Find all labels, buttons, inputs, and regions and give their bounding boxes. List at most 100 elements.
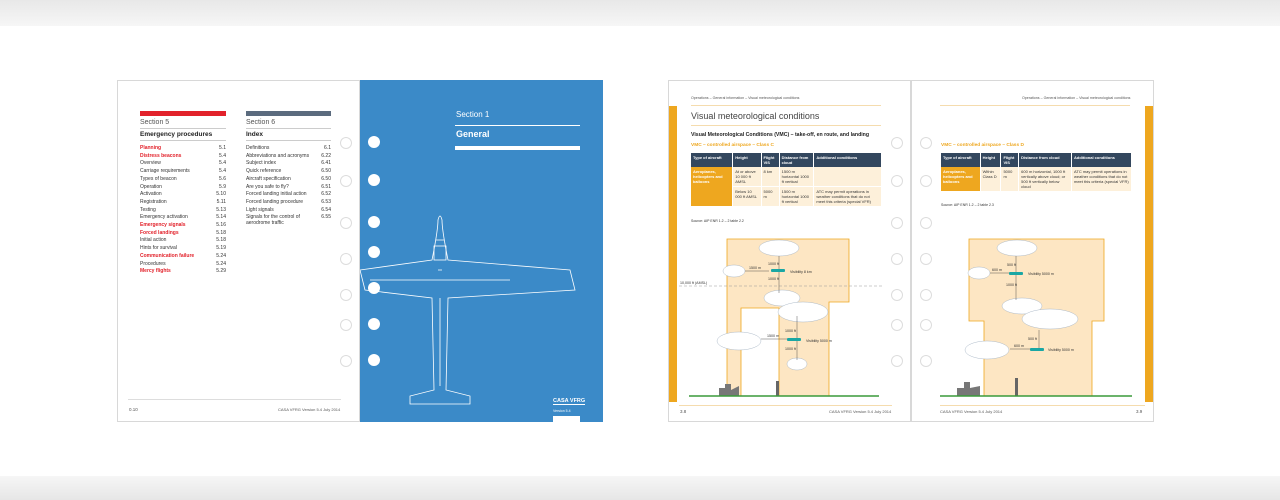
toc-entry-page: 5.24: [216, 252, 226, 259]
toc-entry[interactable]: Overview 5.4: [140, 160, 226, 166]
toc-entry-page: 6.55: [321, 214, 331, 221]
class-c-airspace-diagram: 1000 ft 1500 m 1000 ft Visibility 8 km 1…: [679, 238, 884, 397]
toc-entry-page: 5.16: [216, 222, 226, 228]
toc-entry-page: 5.4: [219, 168, 226, 175]
toc-entry-title: Communication failure: [140, 252, 195, 259]
section5-title: Emergency procedures: [140, 131, 213, 138]
toc-entry-page: 5.6: [219, 175, 226, 182]
toc-entry-title: Quick reference: [246, 168, 282, 175]
toc-entry-title: Types of beacon: [140, 175, 177, 182]
page-contents: Section 5 Emergency procedures Planning 5…: [117, 80, 360, 422]
toc-entry-page: 6.22: [321, 152, 331, 159]
toc-entry-title: Definitions: [246, 145, 270, 151]
toc-entry[interactable]: Signals for the control of aerodrome tra…: [246, 214, 331, 226]
toc-entry-title: Emergency signals: [140, 222, 186, 228]
toc-entry[interactable]: Are you safe to fly?6.51: [246, 184, 331, 190]
cover-page-general: Section 1 General CASA VFRG Version 5.4: [360, 80, 603, 422]
toc-entry-page: 6.52: [321, 191, 331, 198]
cover-version: Version 5.4: [553, 409, 571, 413]
toc-entry[interactable]: Distress beacons 5.4: [140, 153, 226, 159]
footer-brand: CASA VFRG Version 5.4 July 2014: [278, 407, 341, 412]
toc-entry-page: 5.4: [219, 152, 226, 159]
page-3-9: Operations – General information – Visua…: [911, 80, 1154, 422]
toc-entry[interactable]: Communication failure 5.24: [140, 253, 226, 259]
svg-text:Visibility 5000 m: Visibility 5000 m: [1048, 348, 1074, 352]
svg-text:Visibility 8 km: Visibility 8 km: [790, 270, 812, 274]
toc-entry[interactable]: Emergency signals 5.16: [140, 222, 226, 228]
toc-entry-page: 5.10: [216, 191, 226, 198]
toc-entry[interactable]: Types of beacon 5.6: [140, 176, 226, 182]
toc-entry[interactable]: Initial action 5.18: [140, 237, 226, 243]
toc-entry-page: 5.4: [219, 160, 226, 167]
toc-entry-page: 5.9: [219, 183, 226, 190]
toc-entry-page: 6.54: [321, 206, 331, 213]
cover-brand: CASA VFRG: [553, 398, 586, 405]
toc-entry-page: 6.50: [321, 168, 331, 175]
svg-text:600 m: 600 m: [1014, 344, 1024, 348]
toc-entry-title: Distress beacons: [140, 152, 182, 159]
section6-bar: [246, 111, 331, 116]
toc-entry[interactable]: Planning 5.1: [140, 145, 226, 151]
class-d-source: Source: AIP ENR 1.2 – 2 table 2.3: [941, 203, 994, 207]
footer-brand-right: CASA VFRG Version 5.4 July 2014: [940, 409, 1003, 414]
toc-entry[interactable]: Abbreviations and acronyms 6.22: [246, 153, 331, 159]
toc-entry[interactable]: Subject index 6.41: [246, 160, 331, 166]
toc-entry-title: Overview: [140, 160, 161, 167]
svg-text:1500 m: 1500 m: [767, 334, 779, 338]
toc-entry-page: 5.18: [216, 237, 226, 244]
section6-title: Index: [246, 131, 263, 138]
toc-entry-page: 6.51: [321, 183, 331, 190]
toc-entry-title: Abbreviations and acronyms: [246, 152, 310, 159]
page-number-left: 3.8: [680, 409, 687, 414]
section5-label: Section 5: [140, 119, 170, 126]
toc-entry-page: 6.50: [321, 175, 331, 182]
toc-entry-title: Emergency activation: [140, 214, 188, 221]
section6-label: Section 6: [246, 119, 276, 126]
toc-entry-title: Subject index: [246, 160, 277, 167]
toc-entry-title: Operation: [140, 183, 162, 190]
toc-entry[interactable]: Operation 5.9: [140, 184, 226, 190]
toc-entry-title: Planning: [140, 145, 162, 151]
svg-text:500 ft: 500 ft: [1028, 337, 1037, 341]
toc-entry-title: Mercy flights: [140, 268, 171, 275]
toc-entry-title: Initial action: [140, 237, 167, 244]
class-c-source: Source: AIP ENR 1.2 – 2 table 2.2: [691, 219, 744, 223]
toc-entry-title: Light signals: [246, 206, 274, 213]
class-d-airspace-diagram: 500 ft 600 m 1000 ft Visibility 5000 m 5…: [940, 238, 1132, 397]
svg-text:1000 ft: 1000 ft: [785, 347, 796, 351]
section5-bar: [140, 111, 226, 116]
toc-entry-title: Forced landing procedure: [246, 198, 303, 205]
toc-entry[interactable]: Emergency activation 5.14: [140, 214, 226, 220]
class-d-heading: VMC – controlled airspace – Class D: [941, 143, 1024, 148]
toc-entry[interactable]: Aircraft specification 6.50: [246, 176, 331, 182]
page-title: Visual meteorological conditions: [691, 111, 820, 121]
toc-entry[interactable]: Quick reference 6.50: [246, 168, 331, 174]
toc-entry[interactable]: Light signals 6.54: [246, 207, 331, 213]
toc-entry-title: Aircraft specification: [246, 175, 291, 182]
toc-entry-title: Procedures: [140, 260, 166, 267]
toc-entry-title: Signals for the control of aerodrome tra…: [246, 214, 300, 227]
breadcrumb: Operations – General information – Visua…: [691, 96, 800, 100]
subtitle: Visual Meteorological Conditions (VMC) –…: [691, 132, 870, 138]
svg-text:1000 ft: 1000 ft: [1006, 283, 1017, 287]
svg-text:500 ft: 500 ft: [1007, 263, 1016, 267]
toc-entry-page: 6.41: [321, 160, 331, 167]
class-c-heading: VMC – controlled airspace – Class C: [691, 143, 774, 148]
toc-entry-page: 5.1: [219, 145, 226, 151]
footer-brand-left: CASA VFRG Version 5.4 July 2014: [829, 409, 892, 414]
background-top: [0, 0, 1280, 26]
toc-entry-page: 5.14: [216, 214, 226, 221]
